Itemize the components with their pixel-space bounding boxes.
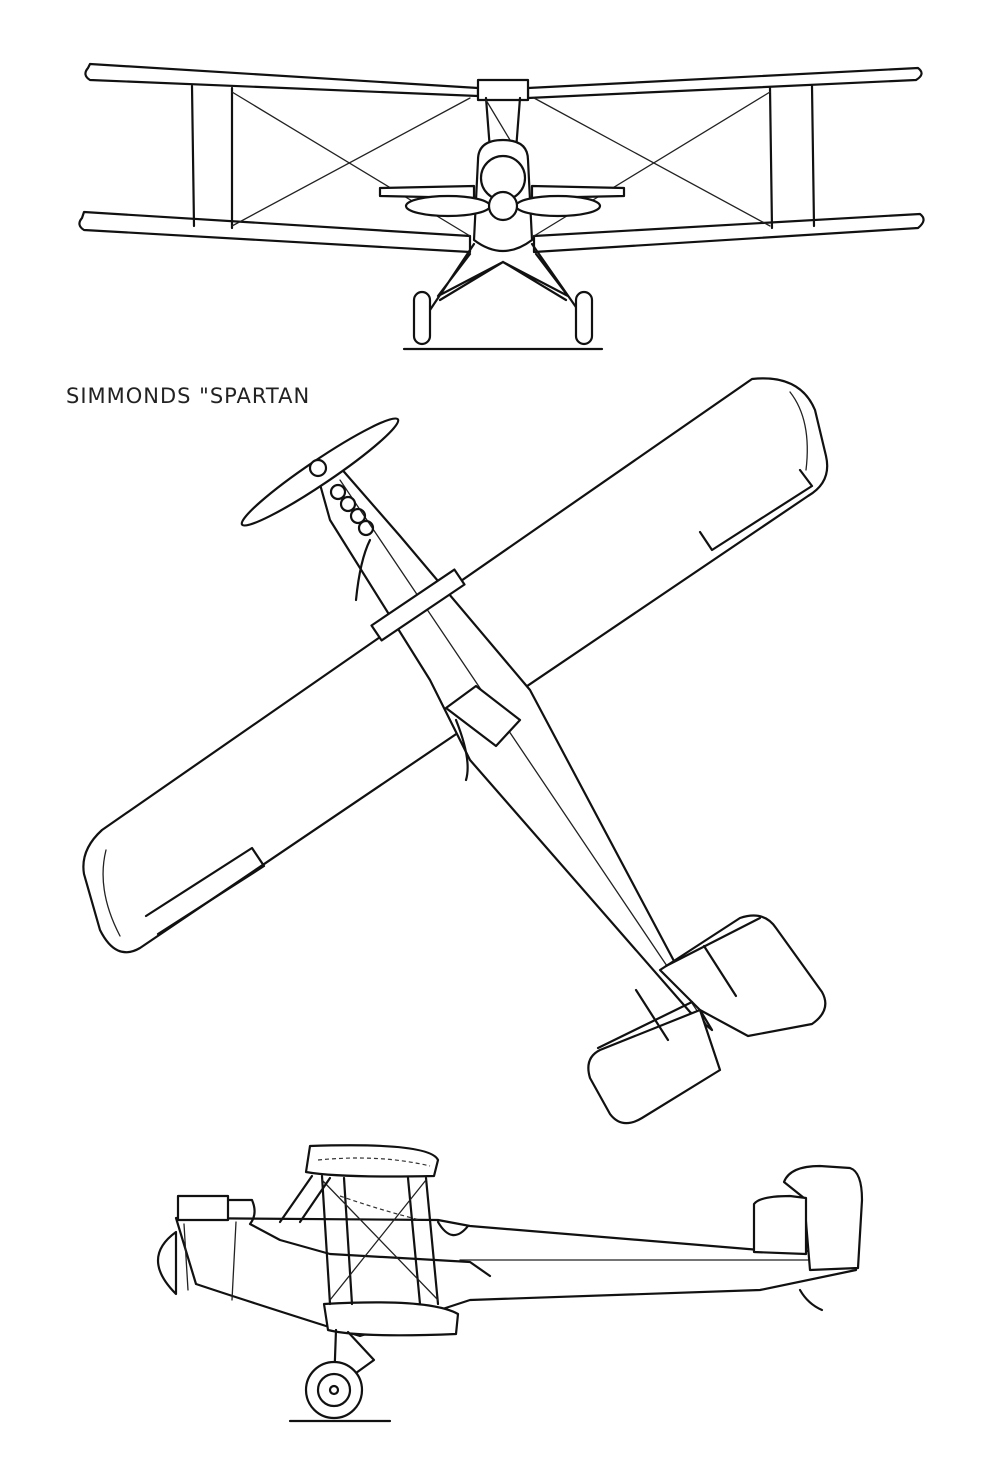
plan-cockpit (444, 684, 522, 748)
front-strut-left-outer (190, 84, 196, 228)
side-bracing-wires (321, 1179, 439, 1301)
plan-fuselage-centerline (339, 479, 707, 1025)
side-cockpit (436, 1220, 470, 1237)
side-engine (176, 1194, 230, 1222)
side-cabane-dash (339, 1195, 421, 1221)
front-spinner (487, 190, 519, 222)
front-center-section (476, 78, 530, 102)
side-lower-wing (322, 1301, 460, 1337)
drawing-caption: SIMMONDS "SPARTAN (66, 384, 311, 408)
front-wire (533, 97, 771, 227)
side-upper-wing (304, 1144, 440, 1178)
front-view (78, 62, 925, 351)
front-lower-wing (78, 210, 925, 254)
plan-cylinder (339, 495, 357, 513)
side-wheel (304, 1360, 364, 1420)
side-cabane (278, 1174, 332, 1224)
front-strut-right-inner (768, 86, 774, 230)
plan-elevator-hinge (702, 944, 738, 998)
side-view (156, 1144, 864, 1423)
side-rudder (782, 1164, 864, 1272)
side-tail-skid (798, 1288, 824, 1312)
front-propeller-right (514, 194, 602, 218)
front-wire (231, 97, 471, 227)
side-wheel-hub (316, 1372, 352, 1408)
side-interplane-struts (320, 1174, 440, 1306)
plan-exhaust-pipe (454, 718, 469, 782)
front-strut-right-outer (810, 84, 816, 228)
side-cowl (183, 1221, 237, 1301)
front-undercarriage (428, 242, 580, 312)
side-upper-wing-rib (317, 1157, 431, 1167)
side-exhaust (226, 1198, 492, 1278)
plan-spinner (308, 458, 328, 478)
plan-tailplane-right (658, 914, 827, 1038)
plan-wing-tip-line (102, 849, 121, 937)
plan-centre-section (370, 568, 466, 642)
plan-elevator-hinge (634, 988, 670, 1042)
side-fin (752, 1194, 808, 1256)
plan-cylinder (357, 519, 375, 537)
plan-view (82, 377, 829, 1125)
front-wheel-left (412, 290, 432, 346)
plan-aileron-right (698, 468, 814, 552)
plan-elevator-hinge (596, 1000, 694, 1050)
front-propeller-left (404, 194, 492, 218)
front-wheel-right (574, 290, 594, 346)
plan-exhaust (354, 538, 372, 602)
side-wheel-axle (328, 1384, 340, 1396)
plan-cylinder (349, 507, 367, 525)
plan-elevator-hinge (664, 916, 762, 968)
plan-tailplane-left (587, 1008, 722, 1125)
side-spinner (156, 1230, 178, 1296)
plan-aileron-left (144, 846, 266, 936)
plan-cylinder (329, 483, 347, 501)
plan-wing-tip-line (789, 391, 808, 471)
